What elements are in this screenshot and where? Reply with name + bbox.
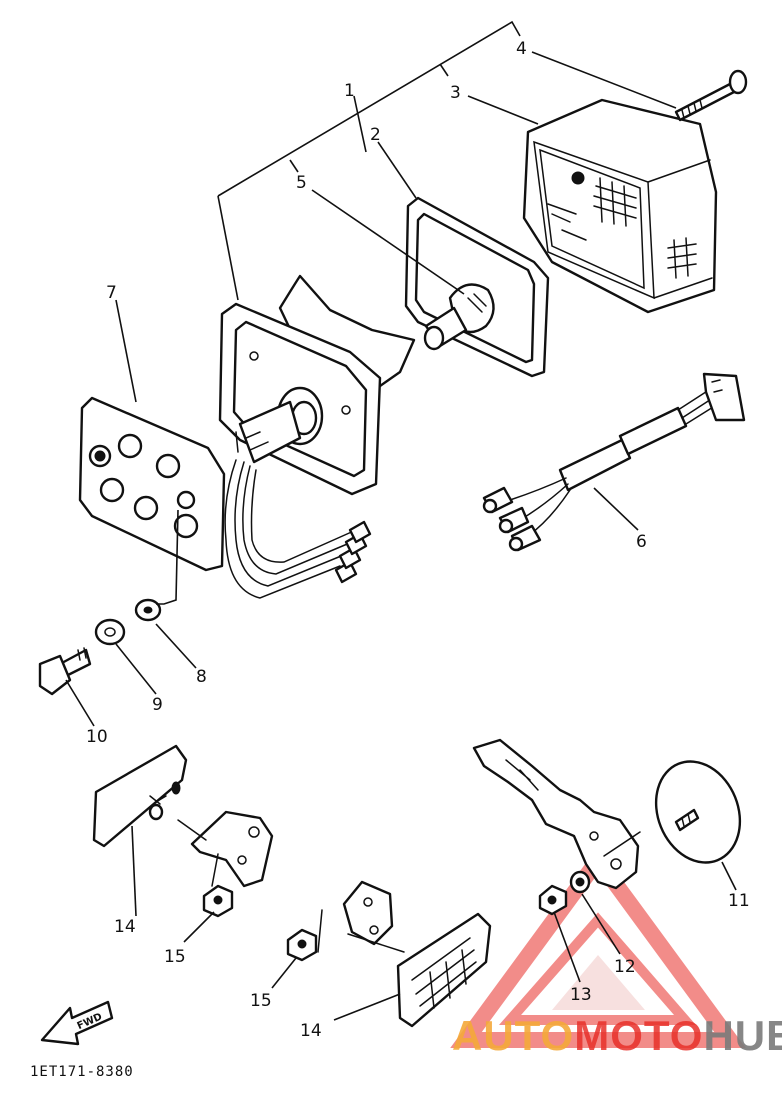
bolt-part-10 bbox=[38, 647, 92, 696]
forward-direction-arrow: FWD bbox=[40, 1000, 114, 1046]
washer-part-8 bbox=[134, 598, 162, 622]
reflector-plate-left bbox=[92, 744, 188, 848]
callout-13: 13 bbox=[570, 985, 592, 1005]
mounting-plate-part-7 bbox=[78, 396, 226, 572]
callout-7: 7 bbox=[106, 283, 117, 303]
assembly-bracket bbox=[217, 20, 521, 301]
watermark-auto: AUTO bbox=[452, 1012, 574, 1059]
lens-grid-pattern bbox=[593, 177, 697, 279]
nut-part-13 bbox=[538, 884, 568, 916]
callout-2: 2 bbox=[370, 125, 381, 145]
watermark-hub: HUB bbox=[703, 1012, 782, 1059]
callout-14-center: 14 bbox=[300, 1021, 322, 1041]
callout-15-center: 15 bbox=[250, 991, 272, 1011]
reflector-plate-center bbox=[396, 912, 492, 1028]
callout-3: 3 bbox=[450, 83, 461, 103]
bulb-part-5 bbox=[423, 283, 495, 351]
reflector-bracket-center bbox=[317, 880, 405, 953]
callout-14-left: 14 bbox=[114, 917, 136, 937]
housing-part-1 bbox=[218, 274, 416, 496]
leader-lines bbox=[65, 51, 737, 1021]
mounting-bracket-right bbox=[472, 738, 641, 890]
callout-1: 1 bbox=[344, 81, 355, 101]
callout-9: 9 bbox=[152, 695, 163, 715]
callout-6: 6 bbox=[636, 532, 647, 552]
callout-4: 4 bbox=[516, 39, 527, 59]
reflector-disc-part-11 bbox=[654, 760, 742, 864]
nut-part-15-left bbox=[202, 884, 234, 918]
callout-10: 10 bbox=[86, 727, 108, 747]
callout-5: 5 bbox=[296, 173, 307, 193]
callout-12: 12 bbox=[614, 957, 636, 977]
screw-part-4 bbox=[674, 69, 748, 122]
callout-15-left: 15 bbox=[164, 947, 186, 967]
diagram-part-code: 1ET171-8380 bbox=[30, 1064, 134, 1080]
callout-8: 8 bbox=[196, 667, 207, 687]
nut-part-15-center bbox=[286, 928, 318, 962]
watermark-logo-triangle bbox=[450, 846, 746, 1048]
lens-part-3 bbox=[522, 98, 718, 314]
svg-text:AUTOMOTOHUB: AUTOMOTOHUB bbox=[452, 1012, 782, 1059]
callout-11: 11 bbox=[728, 891, 750, 911]
watermark-moto: MOTO bbox=[574, 1012, 703, 1059]
reflector-bracket-left bbox=[177, 810, 274, 888]
washer-part-12 bbox=[569, 870, 591, 894]
watermark-logo-text: AUTOMOTOHUB bbox=[452, 1012, 782, 1059]
housing-wire-harness bbox=[224, 459, 372, 599]
washer-part-9 bbox=[94, 618, 126, 646]
wire-harness-part-6 bbox=[482, 372, 746, 552]
callout-numbers: 1 2 3 4 5 6 7 8 9 10 11 12 13 14 15 15 1… bbox=[86, 39, 750, 1041]
